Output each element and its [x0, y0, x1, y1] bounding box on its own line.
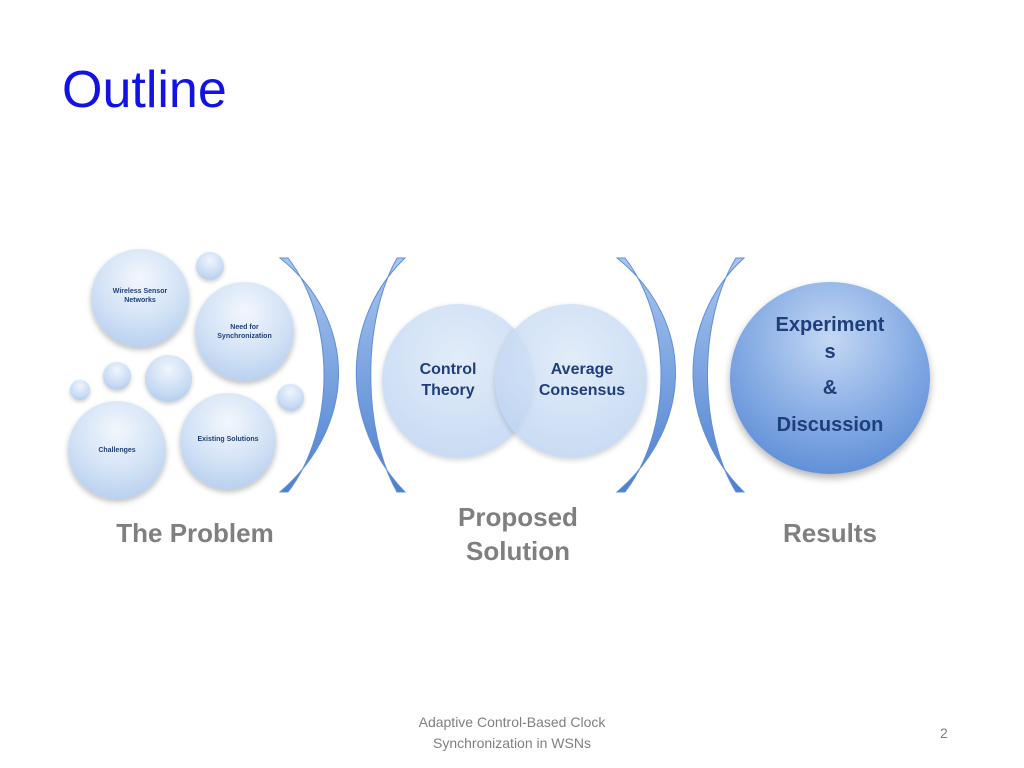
decorative-bubble — [70, 380, 90, 400]
bubble-challenges: Challenges — [68, 401, 166, 499]
bubble-need-for-synchronization: Need for Synchronization — [195, 282, 294, 381]
venn-circle-average-consensus — [495, 304, 647, 458]
footer-line: Synchronization in WSNs — [433, 735, 591, 751]
section-label-results: Results — [783, 518, 877, 548]
results-text-line1: Experiment — [775, 314, 885, 336]
page-number: 2 — [940, 725, 948, 741]
bubble-existing-solutions: Existing Solutions — [180, 393, 276, 489]
decorative-bubble — [145, 355, 192, 402]
section-label-solution-line2: Solution — [466, 536, 570, 566]
left-parenthesis-arc — [692, 257, 746, 493]
venn-label-average-consensus: Average Consensus — [538, 361, 626, 399]
slide-footer: Adaptive Control-Based Clock Synchroniza… — [390, 712, 634, 754]
decorative-bubble — [103, 362, 131, 390]
results-circle — [730, 282, 930, 474]
decorative-bubble — [277, 384, 304, 411]
results-text-line3: & — [822, 377, 838, 399]
footer-line: Adaptive Control-Based Clock — [418, 714, 606, 730]
right-parenthesis-arc — [278, 257, 339, 493]
section-label-solution-line1: Proposed — [458, 502, 578, 532]
decorative-bubble — [196, 252, 224, 280]
left-parenthesis-arc — [355, 257, 407, 493]
right-parenthesis-arc — [615, 257, 676, 493]
results-text-line2: s — [824, 341, 836, 363]
venn-label-control-theory: Control Theory — [419, 361, 477, 399]
results-text-line4: Discussion — [776, 414, 884, 436]
section-label-problem: The Problem — [116, 518, 274, 548]
slide-title: Outline — [62, 61, 227, 119]
bubble-wireless-sensor-networks: Wireless Sensor Networks — [91, 249, 189, 347]
